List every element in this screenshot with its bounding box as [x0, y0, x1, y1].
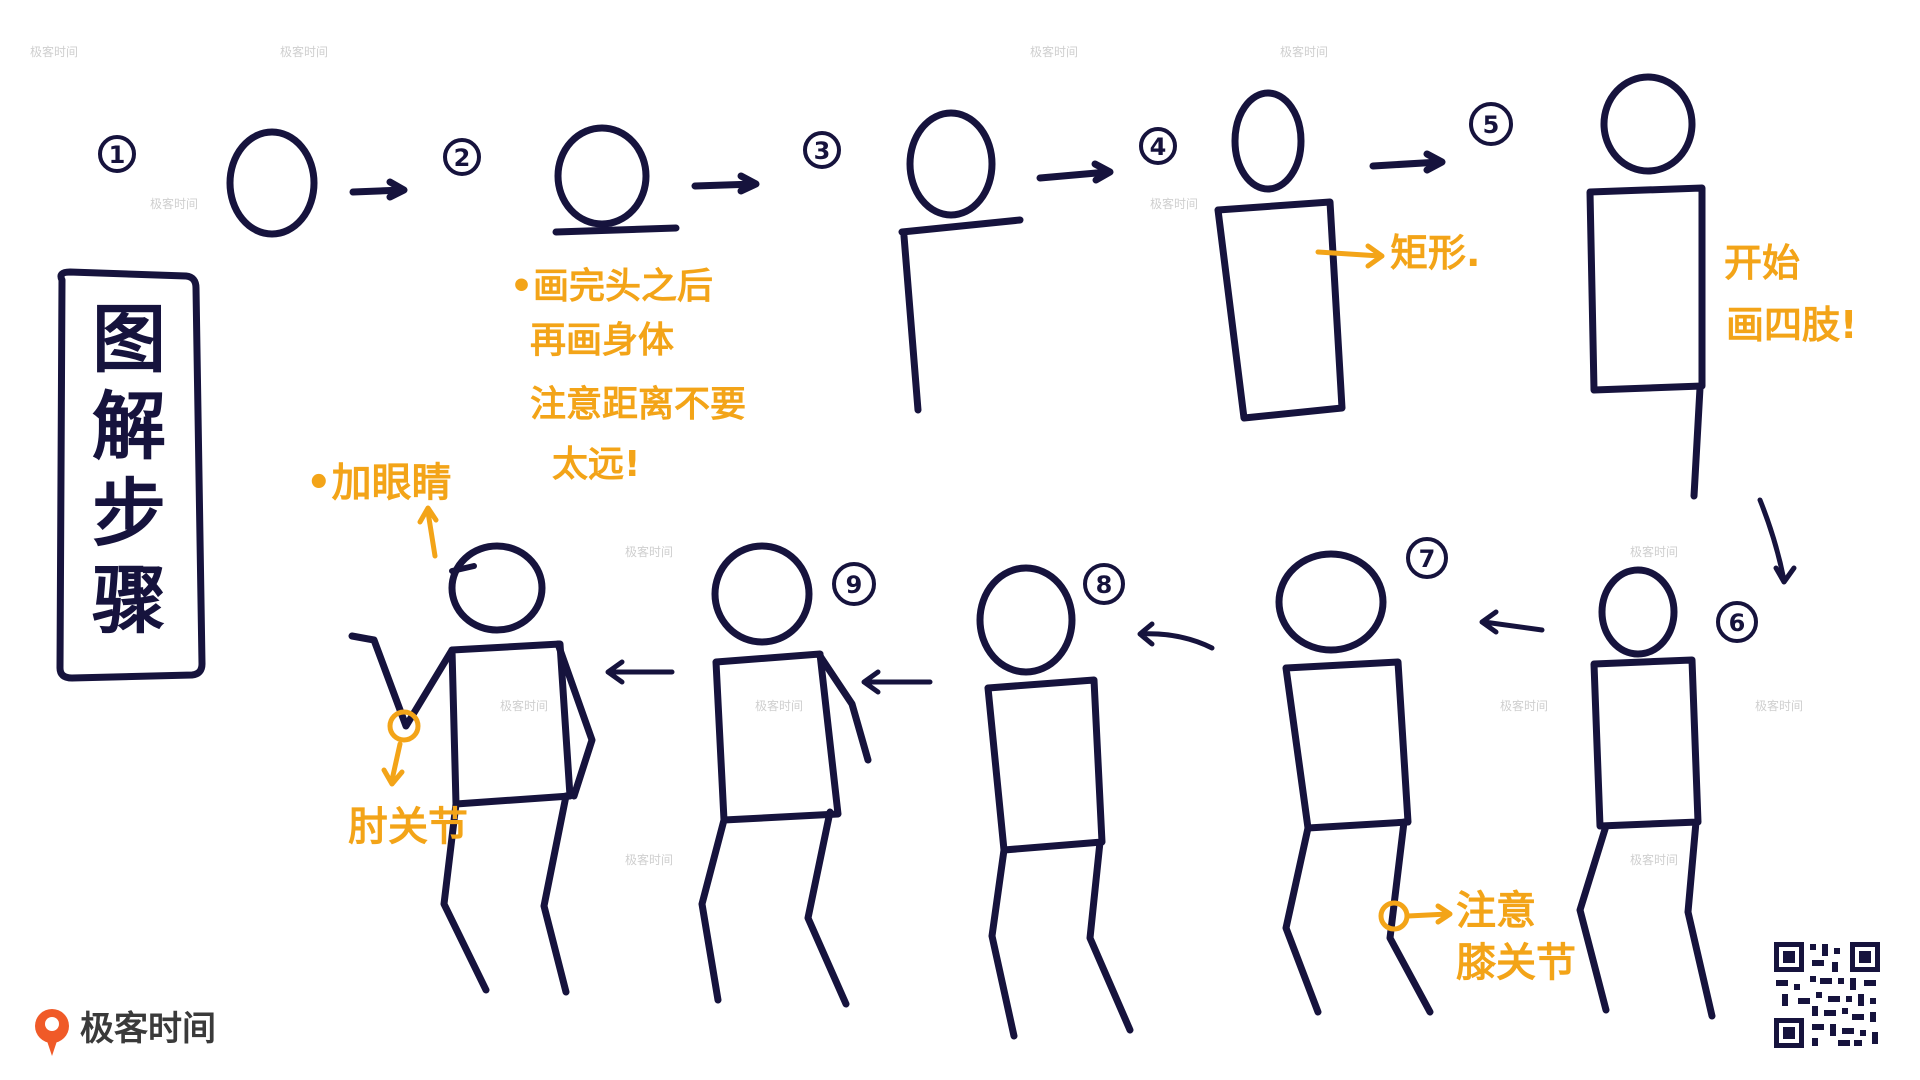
- step-number: 5: [1469, 102, 1513, 146]
- step-number-label: 2: [454, 144, 471, 172]
- figure-step-8: [976, 564, 1134, 1040]
- arrow-icon: [1405, 903, 1453, 925]
- brand-name: 极客时间: [80, 1009, 216, 1049]
- title-char: 图: [92, 297, 166, 383]
- step-number-label: 4: [1150, 133, 1167, 161]
- annotation-elbow: 肘关节: [348, 709, 468, 850]
- watermarks: 极客时间 极客时间 极客时间 极客时间 极客时间 极客时间 极客时间 极客时间 …: [30, 44, 1803, 867]
- watermark: 极客时间: [625, 544, 673, 559]
- arrow-icon: [1036, 160, 1114, 184]
- watermark: 极客时间: [500, 698, 548, 713]
- brand-logo: 极客时间: [35, 1009, 216, 1056]
- annotation-step-2: •画完头之后 再画身体 注意距离不要 太远!: [510, 266, 746, 485]
- arrow-icon: [1137, 621, 1215, 651]
- annotation-line: 开始: [1724, 241, 1800, 285]
- annotation-step-5: 开始 画四肢!: [1724, 241, 1857, 347]
- watermark: 极客时间: [625, 852, 673, 867]
- title-box: 图 解 步 骤: [56, 268, 206, 682]
- watermark: 极客时间: [1500, 698, 1548, 713]
- arrow-icon: [1479, 609, 1545, 635]
- annotation-line: 肘关节: [348, 804, 468, 850]
- watermark: 极客时间: [755, 698, 803, 713]
- annotation-step-4: 矩形.: [1315, 231, 1480, 275]
- title-char: 步: [92, 471, 166, 557]
- step-number-label: 3: [814, 137, 831, 165]
- step-number-label: 9: [846, 571, 863, 599]
- annotation-eyes: •加眼睛: [306, 460, 452, 559]
- step-number: 1: [98, 135, 136, 173]
- watermark: 极客时间: [1755, 698, 1803, 713]
- figure-step-9: [698, 542, 872, 1008]
- arrow-icon: [691, 172, 760, 195]
- figure-step-7: [1275, 550, 1434, 1016]
- figure-step-4: [1214, 89, 1346, 422]
- watermark: 极客时间: [30, 44, 78, 59]
- annotation-line: 太远!: [552, 444, 640, 485]
- figure-final: [348, 542, 596, 996]
- figure-step-5: [1586, 73, 1706, 500]
- step-number-label: 5: [1483, 111, 1500, 139]
- figure-step-1: [226, 128, 318, 238]
- arrow-icon: [417, 505, 439, 559]
- annotation-line: 矩形.: [1390, 231, 1480, 275]
- step-number-label: 1: [109, 141, 126, 169]
- figure-step-2: [552, 124, 680, 236]
- watermark: 极客时间: [1150, 196, 1198, 211]
- step-number-label: 6: [1729, 609, 1746, 637]
- arrow-icon: [1315, 243, 1385, 269]
- annotation-line: 注意: [1456, 888, 1536, 934]
- step-number: 7: [1406, 537, 1448, 579]
- annotation-line: 画四肢!: [1726, 303, 1857, 347]
- watermark: 极客时间: [1630, 544, 1678, 559]
- step-number: 2: [443, 138, 481, 176]
- arrow-icon: [1757, 497, 1797, 585]
- arrow-icon: [381, 741, 405, 787]
- watermark: 极客时间: [150, 196, 198, 211]
- watermark: 极客时间: [1280, 44, 1328, 59]
- step-number-label: 7: [1419, 545, 1436, 573]
- figure-step-3: [898, 109, 1024, 414]
- annotation-line: 再画身体: [530, 320, 674, 361]
- watermark: 极客时间: [1630, 852, 1678, 867]
- annotation-line: 膝关节: [1456, 940, 1576, 986]
- step-number: 8: [1083, 563, 1125, 605]
- annotation-line: 注意距离不要: [530, 384, 746, 425]
- arrow-icon: [861, 669, 933, 695]
- watermark: 极客时间: [280, 44, 328, 59]
- step-number: 9: [832, 562, 876, 606]
- arrow-icon: [349, 178, 408, 201]
- arrow-icon: [605, 659, 675, 685]
- annotation-line: •画完头之后: [510, 266, 713, 307]
- title-char: 解: [92, 384, 166, 470]
- watermark: 极客时间: [1030, 44, 1078, 59]
- step-number: 3: [803, 131, 841, 169]
- title-char: 骤: [92, 558, 166, 644]
- qr-code-icon: [1772, 940, 1882, 1050]
- step-number: 4: [1139, 127, 1177, 165]
- figure-step-6: [1576, 566, 1716, 1020]
- step-number: 6: [1716, 601, 1758, 643]
- step-number-label: 8: [1096, 571, 1113, 599]
- annotation-line: •加眼睛: [306, 460, 452, 506]
- annotation-step-7: 注意 膝关节: [1378, 888, 1576, 986]
- arrow-icon: [1369, 150, 1446, 174]
